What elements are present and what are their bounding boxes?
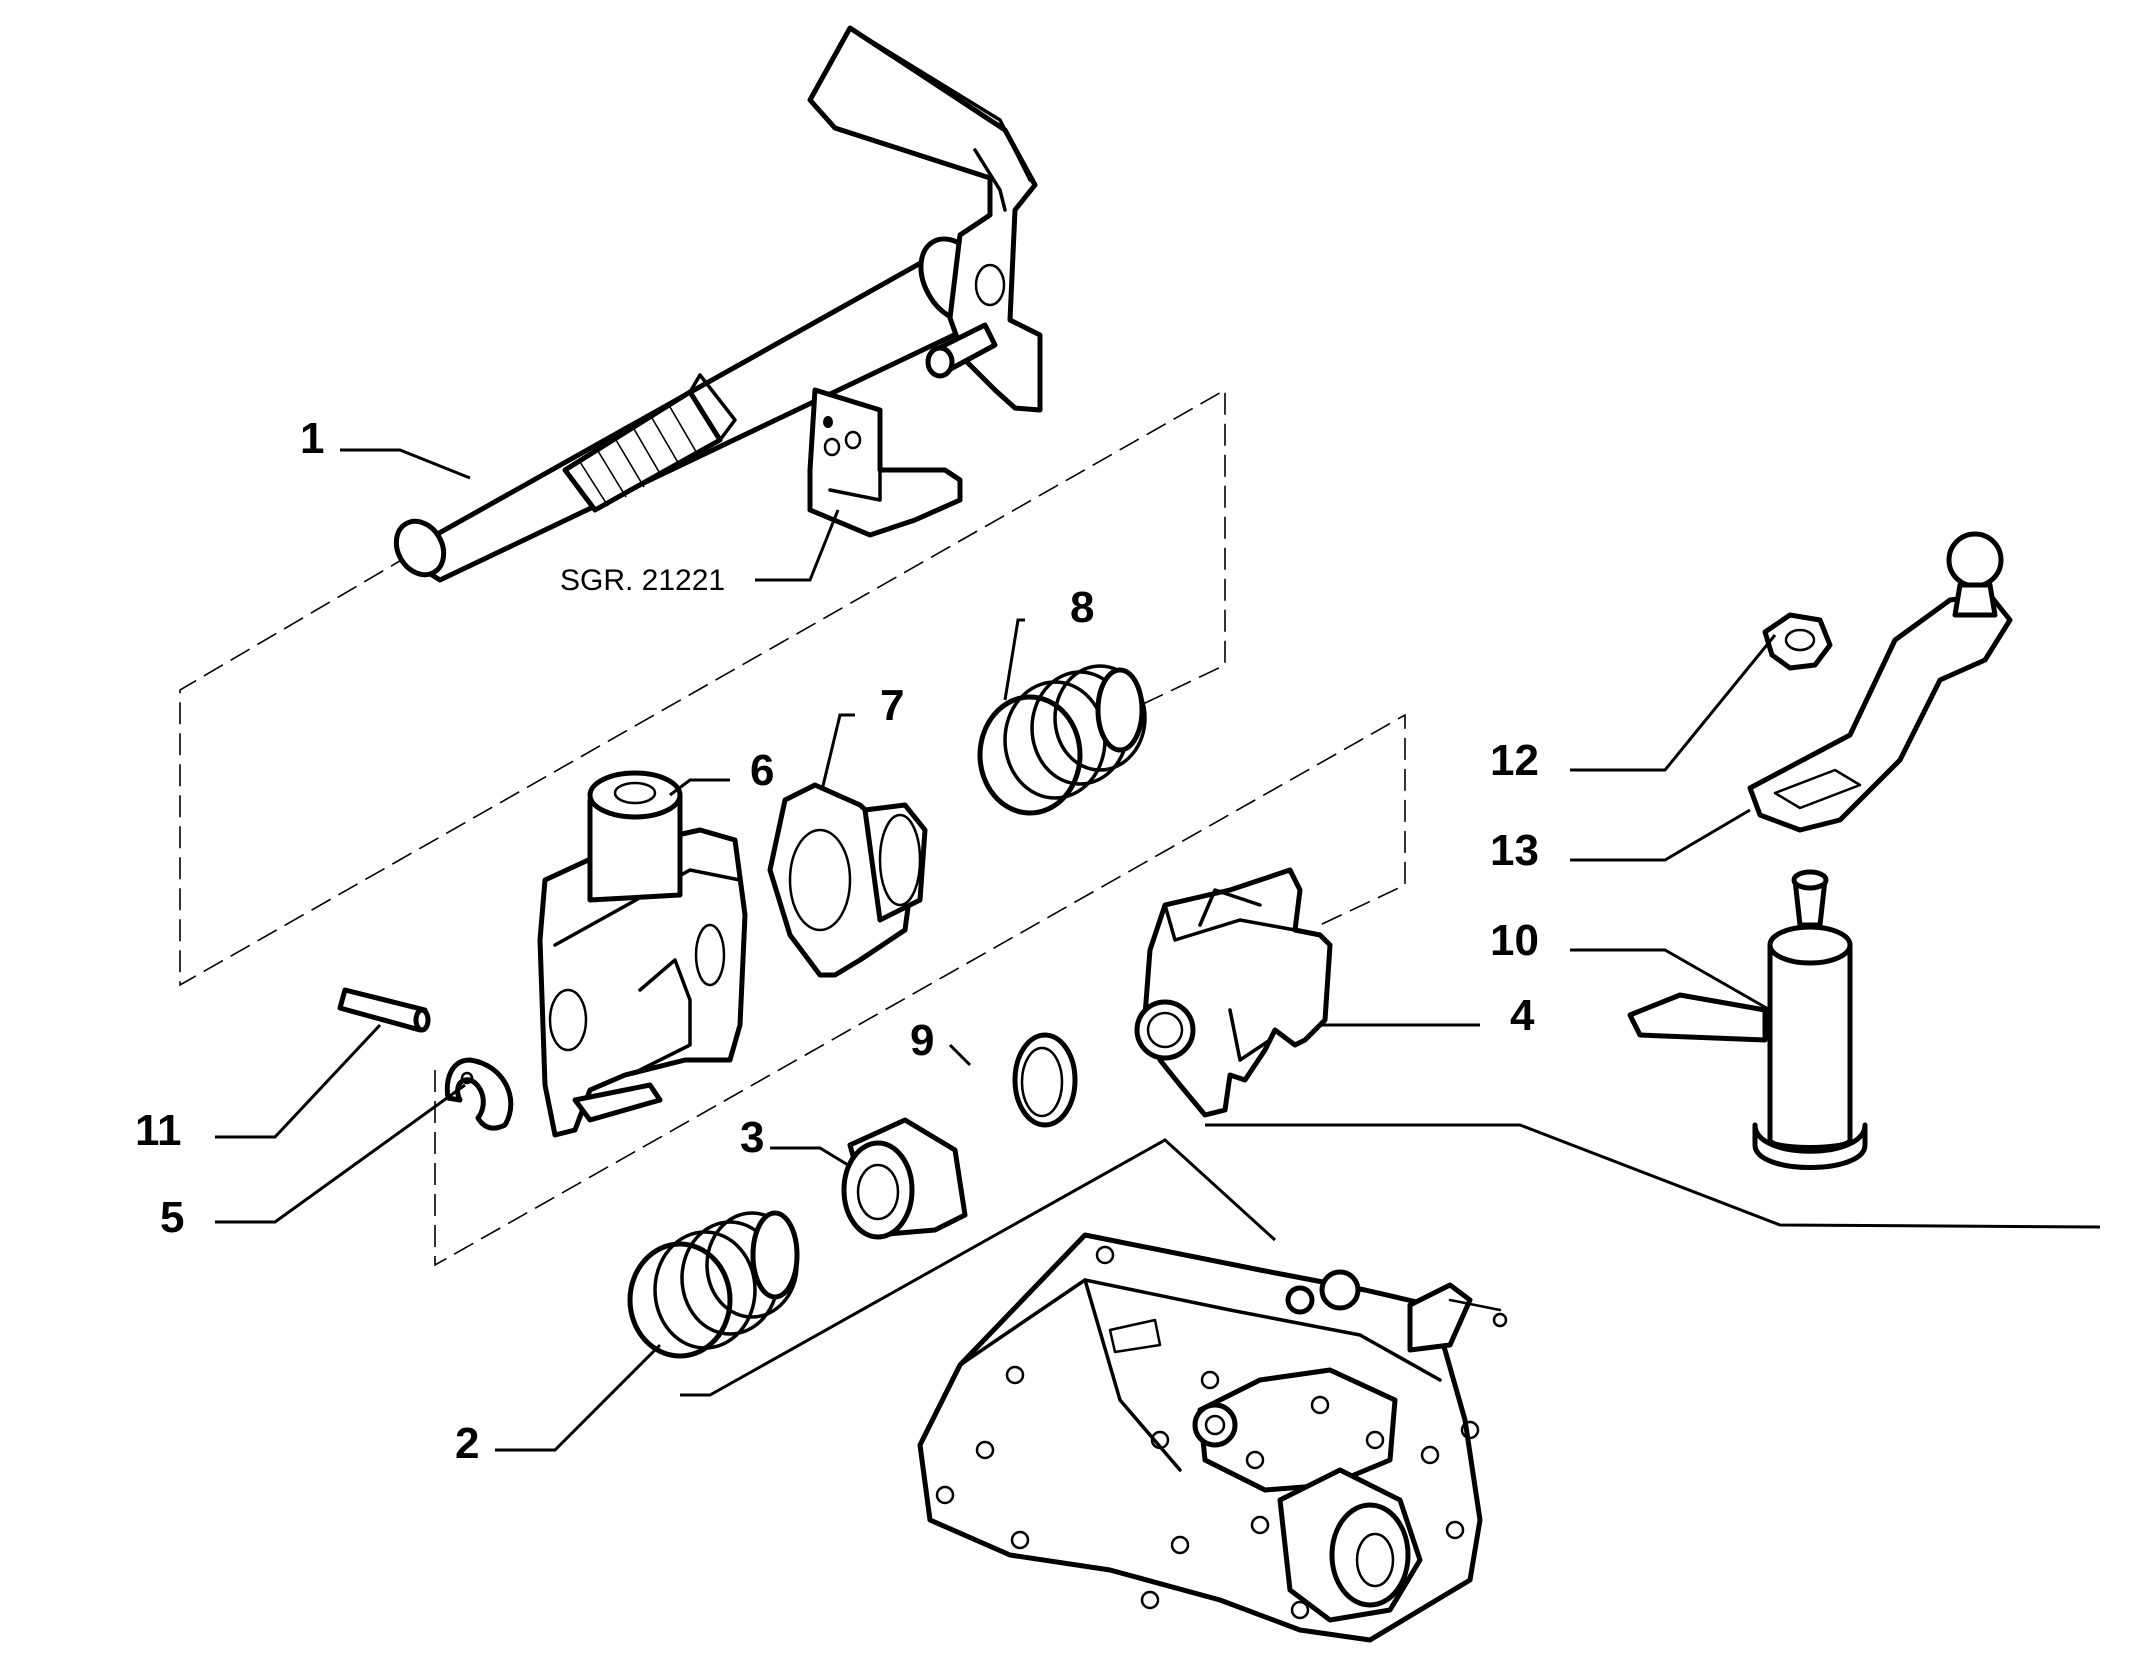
callout-leader-lines — [215, 448, 1777, 1452]
gearbox-bolt-heads — [935, 1245, 1508, 1620]
part-5-circlip — [444, 1057, 514, 1131]
sgr-21221-bracket — [807, 387, 963, 538]
part-12-nut — [1762, 612, 1833, 671]
gearbox-overview-illustration — [917, 1232, 1508, 1643]
part-11-roll-pin — [337, 987, 431, 1033]
callout-7: 7 — [880, 681, 904, 730]
upper-dashed-group-outline — [179, 388, 1226, 987]
callout-labels: 1 2 3 4 5 6 7 8 9 10 11 12 13 SGR. 21221 — [135, 414, 1539, 1468]
callout-9: 9 — [910, 1016, 934, 1065]
callout-2: 2 — [455, 1419, 479, 1468]
part-9-washer — [1012, 1032, 1078, 1128]
callout-13: 13 — [1490, 826, 1539, 875]
lower-dashed-group-outline — [434, 713, 1406, 1267]
callout-5: 5 — [160, 1193, 184, 1242]
callout-1: 1 — [300, 414, 324, 463]
gearbox-reference-lines — [680, 1123, 2101, 1397]
part-3-bush — [841, 1117, 968, 1240]
callout-10: 10 — [1490, 916, 1539, 965]
part-1-selector-shaft — [393, 25, 1043, 583]
part-13-lever-arm — [1747, 531, 2013, 833]
part-8-spring — [977, 664, 1147, 816]
part-4-interlock-plate — [1134, 867, 1333, 1118]
sgr-reference-label: SGR. 21221 — [560, 564, 725, 597]
callout-11: 11 — [135, 1106, 182, 1155]
part-2-spring — [627, 1210, 800, 1359]
callout-8: 8 — [1070, 583, 1094, 632]
callout-3: 3 — [740, 1113, 764, 1162]
callout-6: 6 — [750, 746, 774, 795]
callout-4: 4 — [1510, 991, 1535, 1040]
part-6-selector-fork — [537, 770, 748, 1138]
callout-12: 12 — [1490, 736, 1539, 785]
part-10-selector-finger — [1627, 869, 1868, 1170]
part-7-flanged-bush — [767, 782, 928, 978]
